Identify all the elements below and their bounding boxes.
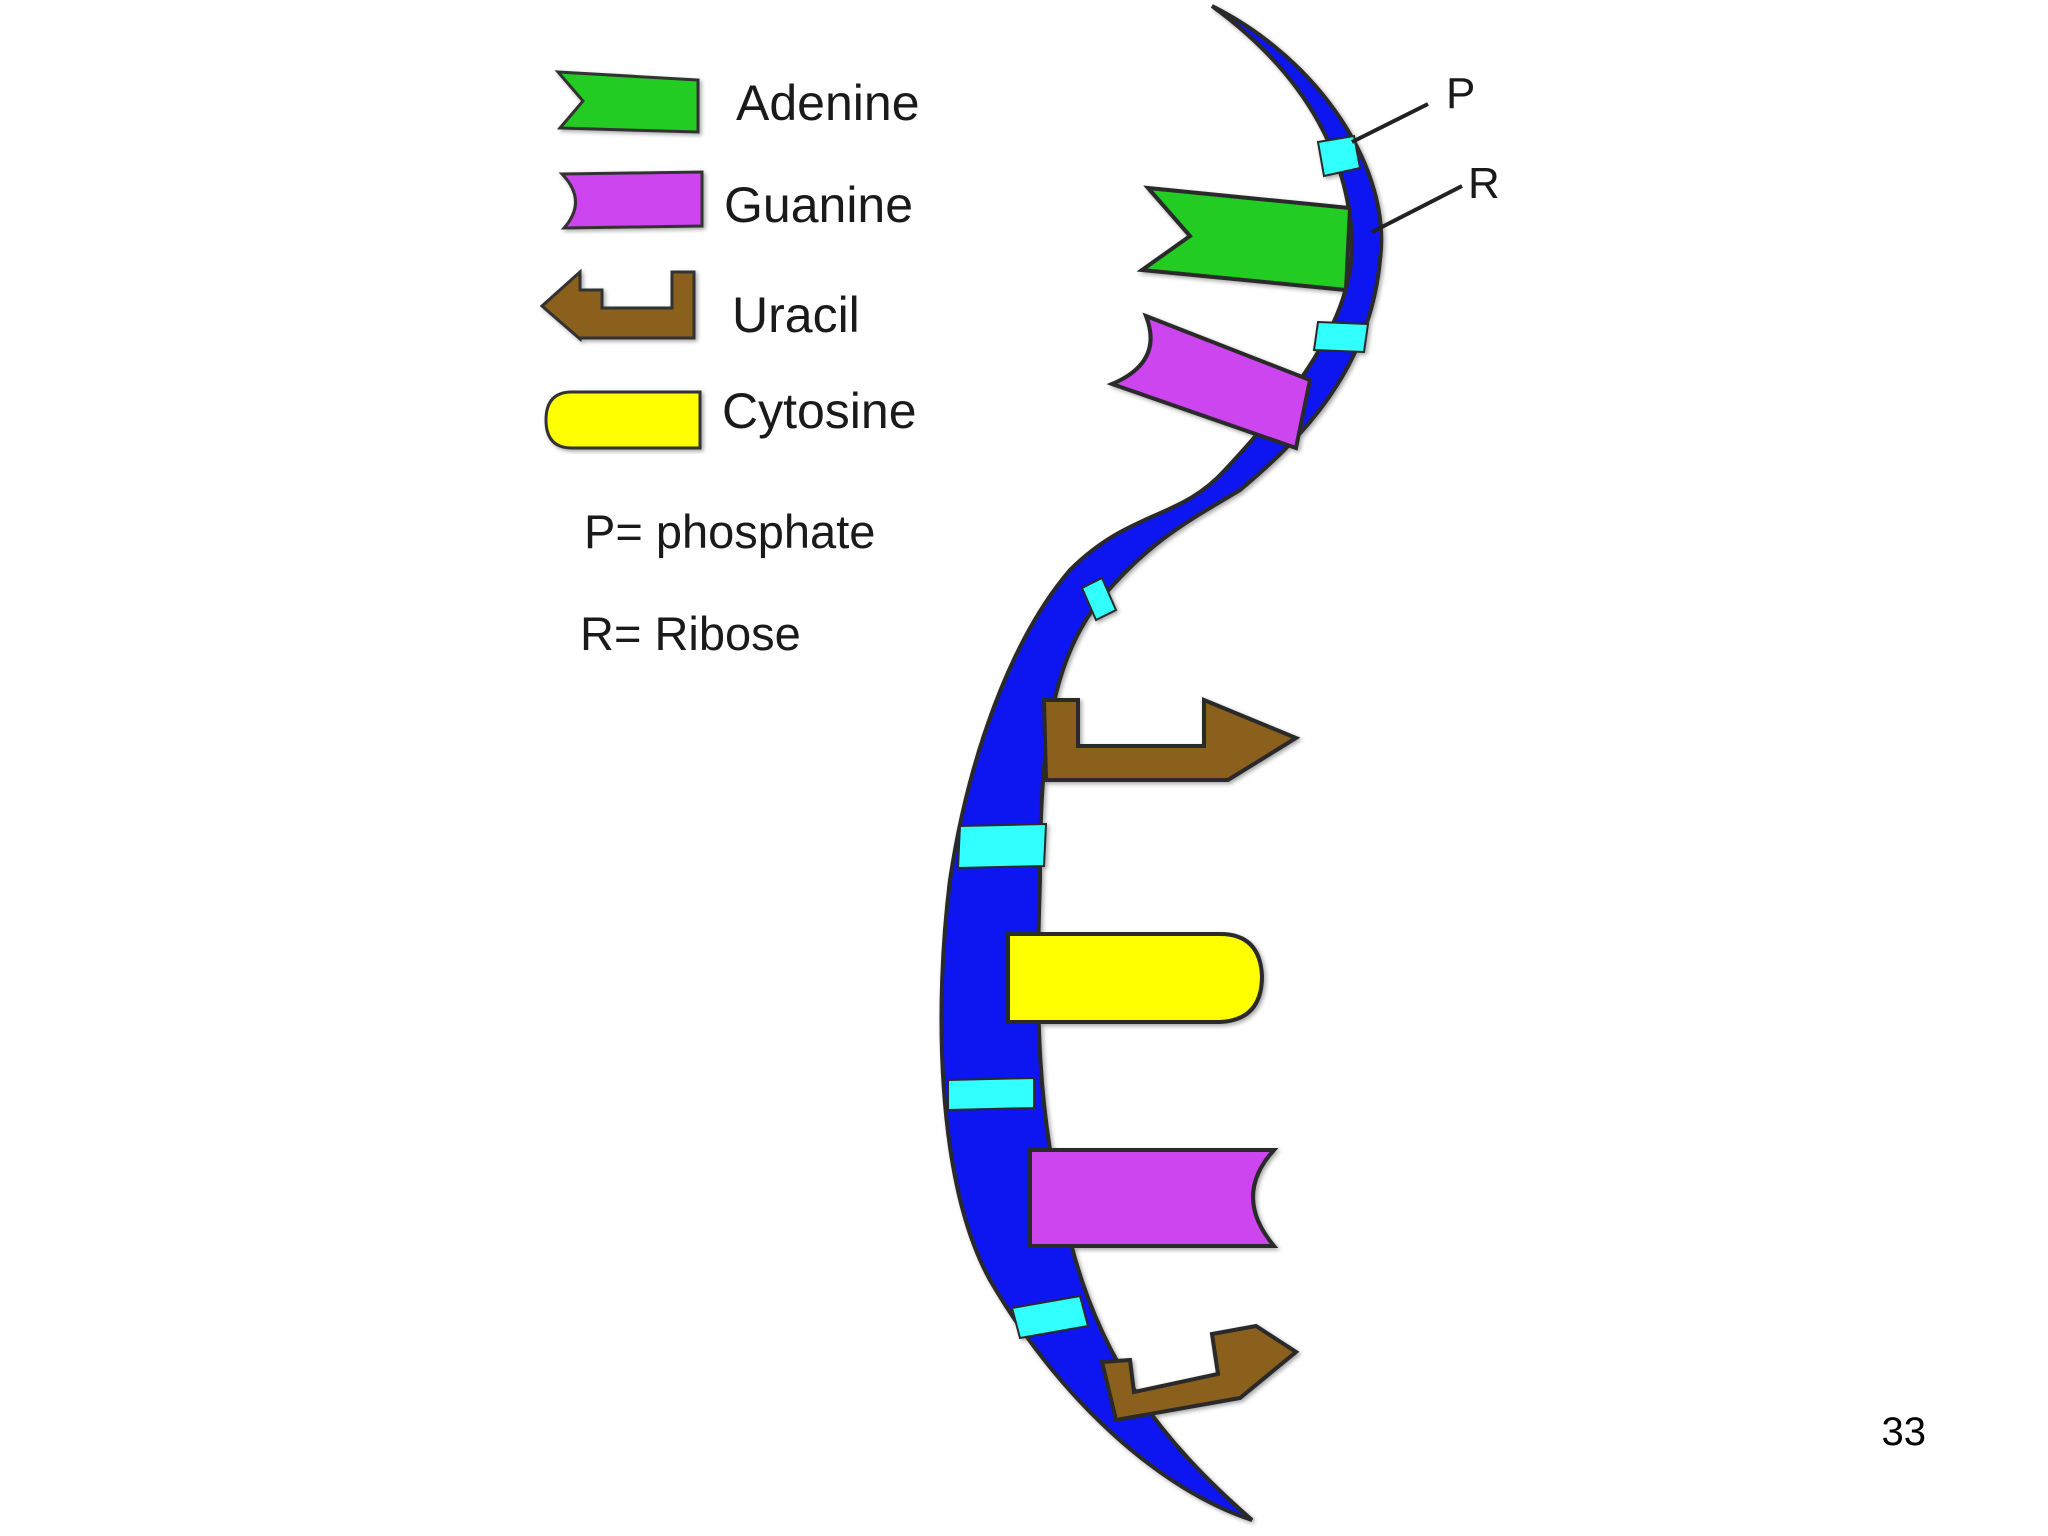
guanine-base bbox=[1028, 1148, 1279, 1248]
uracil-base bbox=[1099, 1323, 1300, 1423]
guanine-legend-icon bbox=[558, 170, 704, 230]
uracil-legend-icon bbox=[539, 268, 696, 343]
cytosine-base bbox=[1006, 932, 1265, 1024]
page-number: 33 bbox=[1881, 1410, 1927, 1454]
legend: Adenine Guanine Uracil Cytosine P= phosp… bbox=[539, 70, 920, 660]
phosphate-band bbox=[956, 822, 1048, 870]
phosphate-bands bbox=[947, 134, 1370, 1340]
adenine-base bbox=[1136, 185, 1353, 293]
guanine-legend-label: Guanine bbox=[724, 177, 913, 233]
cytosine-legend-icon bbox=[544, 390, 702, 450]
phosphate-band bbox=[947, 1076, 1035, 1112]
phosphate-callout-label: P bbox=[1446, 69, 1475, 118]
callouts: P R bbox=[1351, 69, 1500, 234]
adenine-legend-icon bbox=[554, 70, 700, 134]
guanine-base bbox=[1106, 312, 1313, 451]
ribose-callout-label: R bbox=[1468, 159, 1500, 208]
adenine-legend-label: Adenine bbox=[736, 75, 920, 131]
uracil-base bbox=[1041, 697, 1301, 782]
phosphate-key-label: P= phosphate bbox=[584, 505, 875, 558]
cytosine-legend-label: Cytosine bbox=[722, 383, 917, 439]
ribose-key-label: R= Ribose bbox=[580, 607, 801, 660]
rna-strand bbox=[939, 4, 1384, 1522]
ribose-callout-line bbox=[1371, 184, 1463, 234]
phosphate-band bbox=[1010, 1294, 1090, 1340]
phosphate-band bbox=[1316, 134, 1362, 178]
phosphate-callout-line bbox=[1351, 102, 1429, 144]
uracil-legend-label: Uracil bbox=[732, 287, 860, 343]
phosphate-band bbox=[1312, 320, 1370, 354]
phosphate-band bbox=[1080, 576, 1118, 622]
